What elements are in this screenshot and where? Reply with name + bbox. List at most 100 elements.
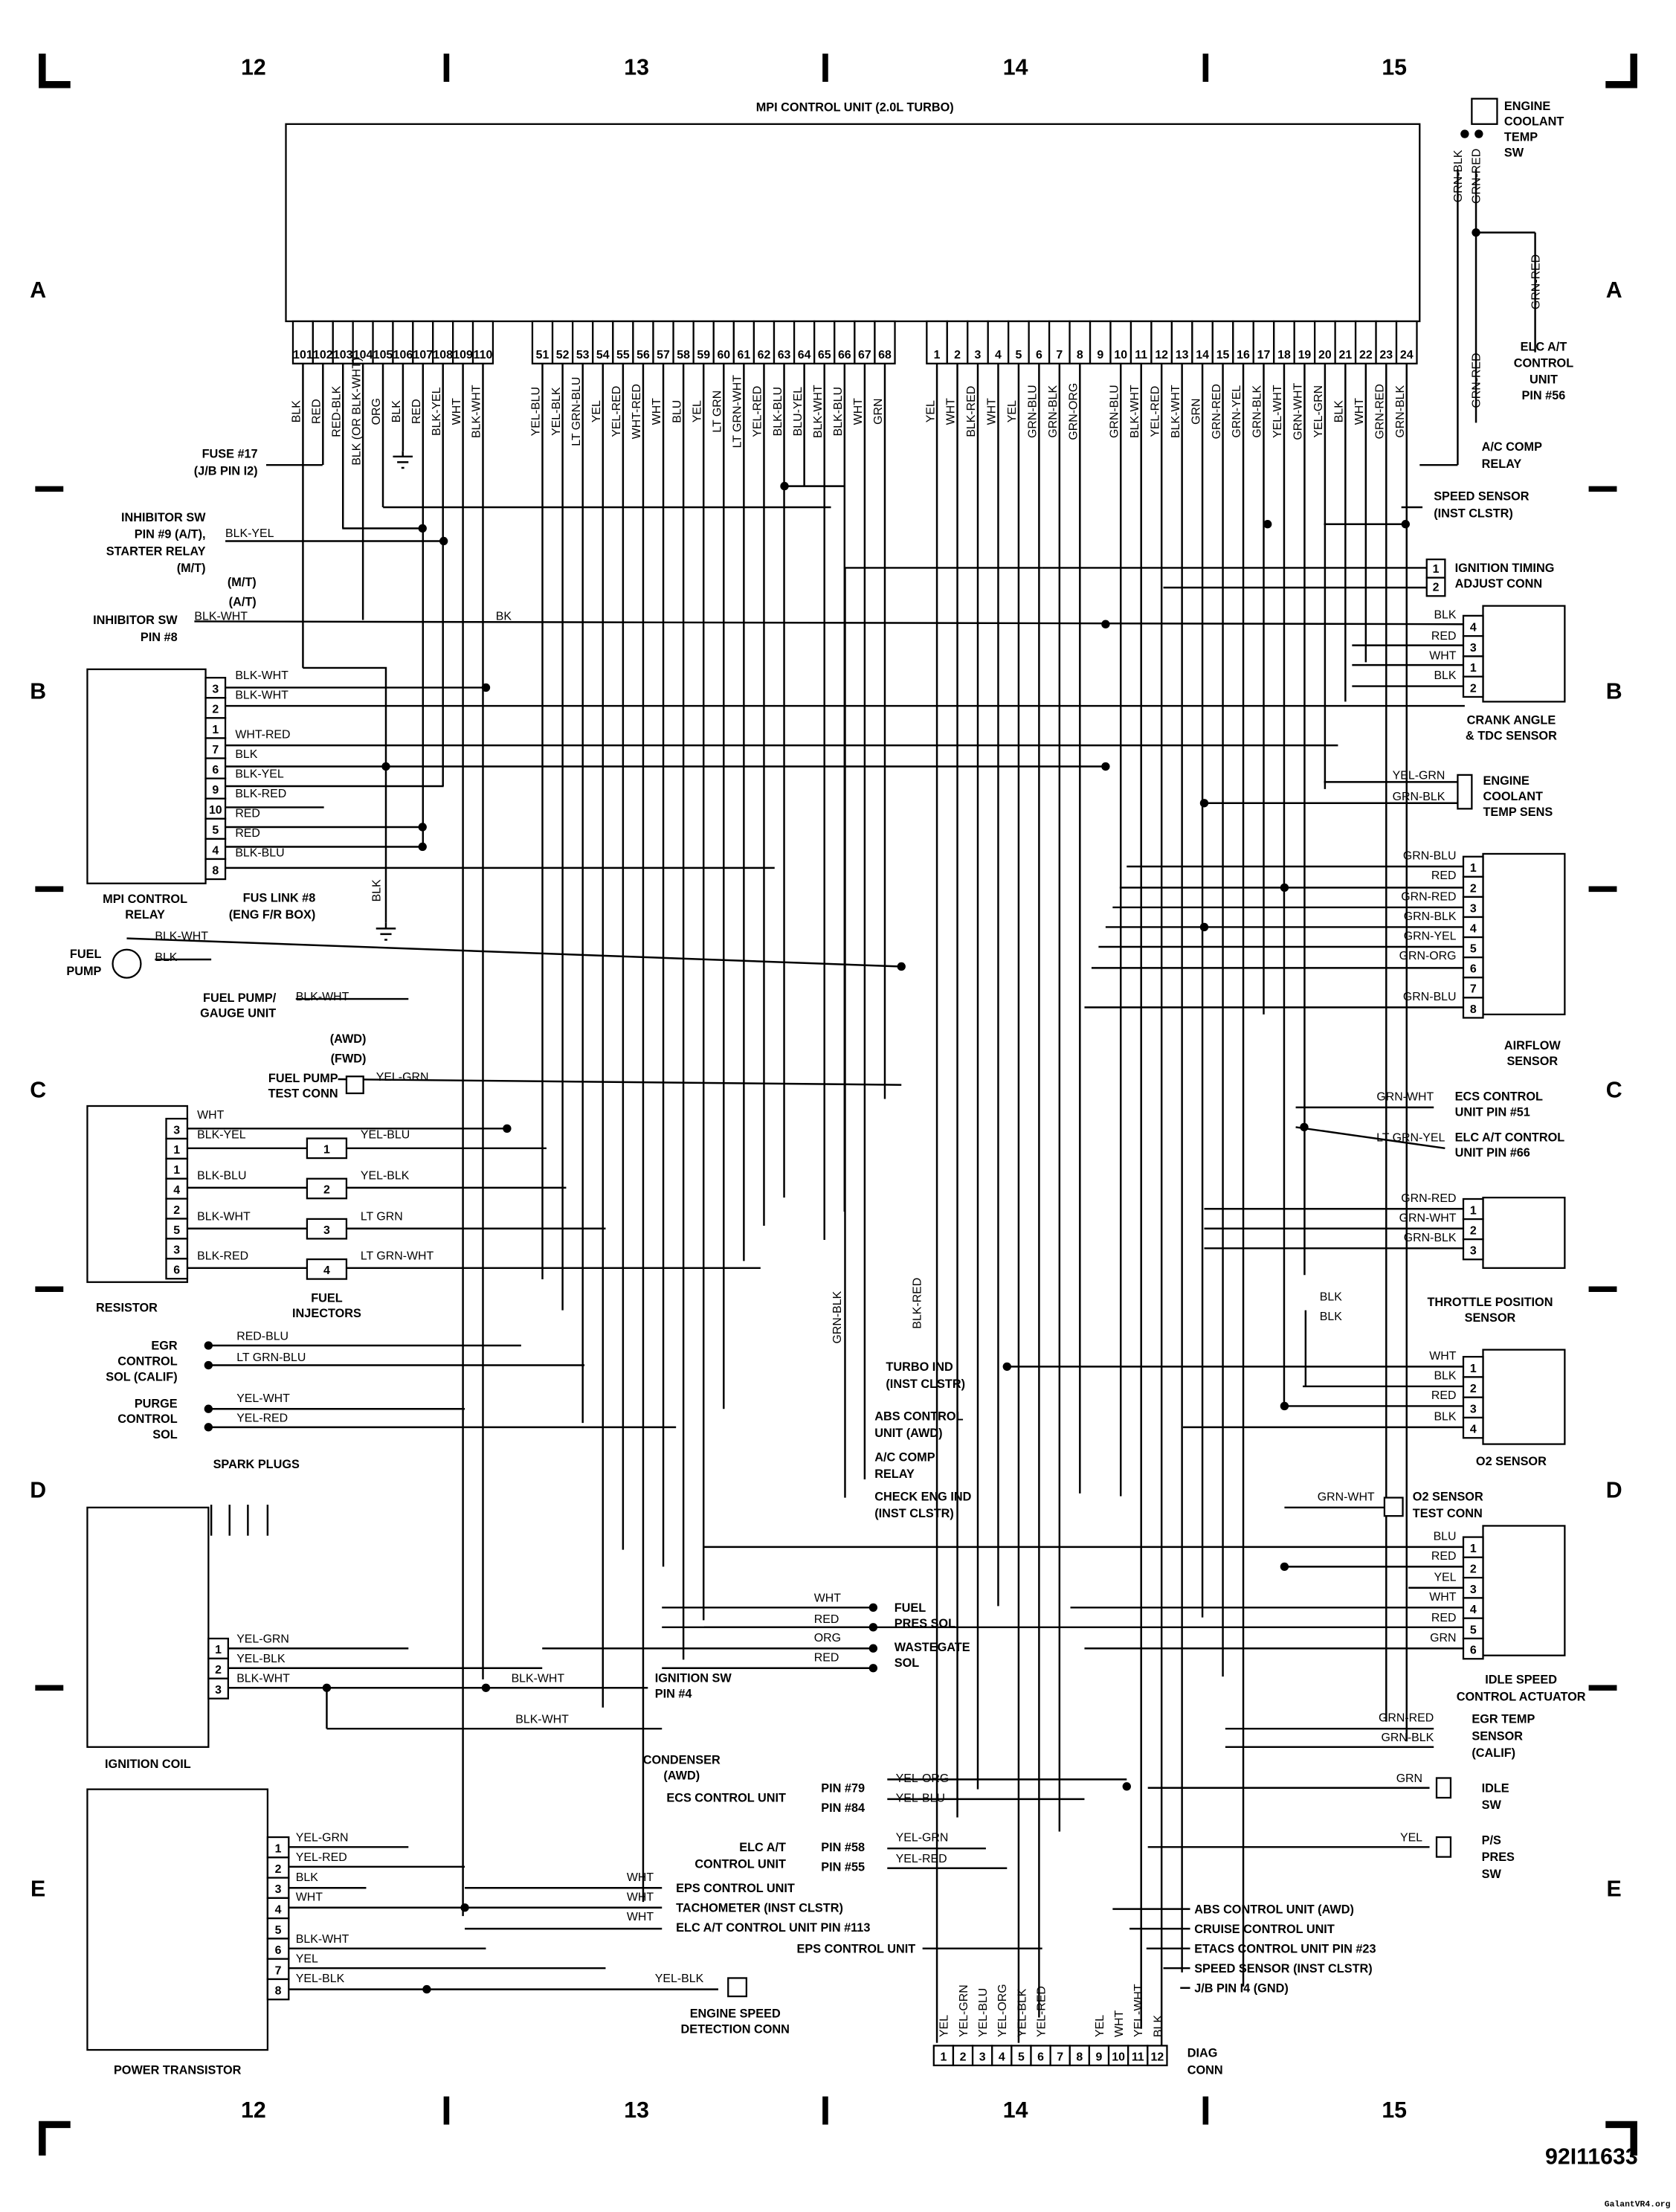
label: BLK-WHT xyxy=(296,991,349,1003)
pin-number: 1 xyxy=(173,1164,180,1177)
pin-number: 7 xyxy=(212,744,219,756)
pin-number: 9 xyxy=(1097,349,1103,361)
pin-number: 1 xyxy=(934,349,941,361)
wire-color: RED xyxy=(235,808,260,820)
inhibitor-sw-pin9-label: STARTER RELAY xyxy=(106,544,206,558)
component-name: MPI CONTROL xyxy=(103,893,187,906)
resistor-pin xyxy=(165,1157,189,1180)
resistor-label: RESISTOR xyxy=(96,1302,158,1315)
splice-dot xyxy=(1101,620,1110,628)
label: GRN-ORG xyxy=(1399,950,1457,962)
ignition-sw-label: IGNITION SW xyxy=(655,1672,732,1685)
airflow-sensor xyxy=(1482,852,1566,1016)
pin-number: 8 xyxy=(1077,349,1083,361)
pin-number: 1 xyxy=(1470,662,1477,675)
ignition-coil xyxy=(86,1506,210,1748)
label: BLK-WHT xyxy=(155,930,208,942)
label: ORG xyxy=(814,1632,841,1644)
o2-pin xyxy=(1462,1416,1484,1439)
wire-color: BLU xyxy=(671,400,683,423)
pin-number: 3 xyxy=(173,1244,180,1257)
inhibitor-sw-pin8-label: INHIBITOR SW xyxy=(93,614,178,627)
wire-color: BLK-YEL xyxy=(235,768,284,781)
wire-color: YEL-BLK xyxy=(550,387,563,436)
wire-color: BLK-WHT xyxy=(471,385,483,438)
wire-color: GRN xyxy=(1190,399,1202,425)
ecu-pin xyxy=(572,320,594,364)
splice-dot xyxy=(1280,883,1289,893)
timing-conn-pin xyxy=(1425,576,1446,597)
label: RED xyxy=(1431,630,1457,643)
label: (AWD) xyxy=(330,1032,367,1046)
wire-color: YEL-WHT xyxy=(1271,385,1284,438)
pin-number: 1 xyxy=(323,1143,330,1156)
label: GRN-RED xyxy=(1471,149,1483,204)
wire-color: GRN-ORG xyxy=(1068,383,1080,440)
elc-at-pin66-label: ELC A/T CONTROL xyxy=(1455,1131,1565,1144)
pin-number: 61 xyxy=(738,349,751,361)
diag-conn-pin xyxy=(1049,2045,1071,2067)
pin-number: 64 xyxy=(798,349,811,361)
diag-conn-label: DIAG xyxy=(1187,2047,1218,2060)
ecu-pin xyxy=(1314,320,1336,364)
splice-dot xyxy=(780,481,789,491)
eps-control-unit-label: EPS CONTROL UNIT xyxy=(797,1942,916,1955)
grid-column-label: 14 xyxy=(1003,2098,1028,2123)
label: PIN #55 xyxy=(821,1861,865,1874)
wire-color: LT GRN xyxy=(712,390,724,433)
ecu-pin xyxy=(392,320,414,364)
ac-comp-relay-label: RELAY xyxy=(874,1467,915,1481)
label: GRN-BLK xyxy=(1404,910,1457,923)
pin-number: 2 xyxy=(1433,582,1440,594)
ecs-pin51-label: ECS CONTROL xyxy=(1455,1090,1543,1103)
label: YEL-WHT xyxy=(1132,1984,1145,2037)
label: GRN-BLK xyxy=(1452,149,1465,202)
ground-icon xyxy=(393,451,413,469)
label: BLK xyxy=(1434,669,1456,682)
pin-number: 13 xyxy=(1176,349,1189,361)
grid-row-label: A xyxy=(1606,278,1622,303)
pin-number: 2 xyxy=(1470,682,1477,695)
pin-number: 51 xyxy=(536,349,549,361)
pin-number: 7 xyxy=(275,1964,282,1977)
pin-number: 59 xyxy=(697,349,710,361)
figure-id: 92I11633 xyxy=(1545,2144,1638,2169)
ignition-timing-label: IGNITION TIMING xyxy=(1455,562,1555,575)
fuel-pump-test-conn-label: FUEL PUMP xyxy=(268,1072,338,1085)
pin-number: 4 xyxy=(995,349,1002,361)
diag-conn-pin xyxy=(971,2045,993,2067)
label: (FWD) xyxy=(331,1052,367,1065)
pin-number: 56 xyxy=(636,349,650,361)
pin-number: 6 xyxy=(212,764,219,777)
o2-pin xyxy=(1462,1356,1484,1378)
pin-number: 8 xyxy=(212,864,219,877)
relay-pin xyxy=(204,858,227,881)
splice-dot xyxy=(1280,1401,1289,1411)
ecu-pin xyxy=(291,320,315,364)
wire-color: BLK-BLU xyxy=(772,387,784,436)
ecu-pin xyxy=(432,320,454,364)
wire-color: LT GRN-WHT xyxy=(361,1250,434,1262)
pin-number: 6 xyxy=(1470,963,1477,976)
pin-number: 2 xyxy=(212,704,219,716)
pin-number: 19 xyxy=(1298,349,1312,361)
transistor-pin xyxy=(266,1938,290,1960)
throttle-position-label: THROTTLE POSITION xyxy=(1427,1296,1553,1309)
label: WHT xyxy=(627,1911,654,1923)
label: PIN #79 xyxy=(821,1781,865,1795)
wire-color: WHT xyxy=(945,398,958,425)
pin-number: 52 xyxy=(556,349,570,361)
egr-temp-sensor-label: EGR TEMP xyxy=(1472,1713,1535,1726)
ecu-pin xyxy=(592,320,614,364)
label: GRN-RED xyxy=(1401,890,1456,903)
wire-color: LT GRN-WHT xyxy=(732,375,744,448)
idle-sw-label: IDLE xyxy=(1482,1781,1509,1795)
ecu-pin xyxy=(471,320,494,364)
label: RED xyxy=(1431,1389,1457,1402)
pin-number: 3 xyxy=(1470,1584,1477,1596)
wire xyxy=(194,620,1463,626)
pin-number: 68 xyxy=(878,349,892,361)
wire-color: GRN-RED xyxy=(1373,384,1386,439)
wire-color: WHT xyxy=(852,398,865,425)
wire-color: GRN-BLK xyxy=(1251,385,1264,437)
